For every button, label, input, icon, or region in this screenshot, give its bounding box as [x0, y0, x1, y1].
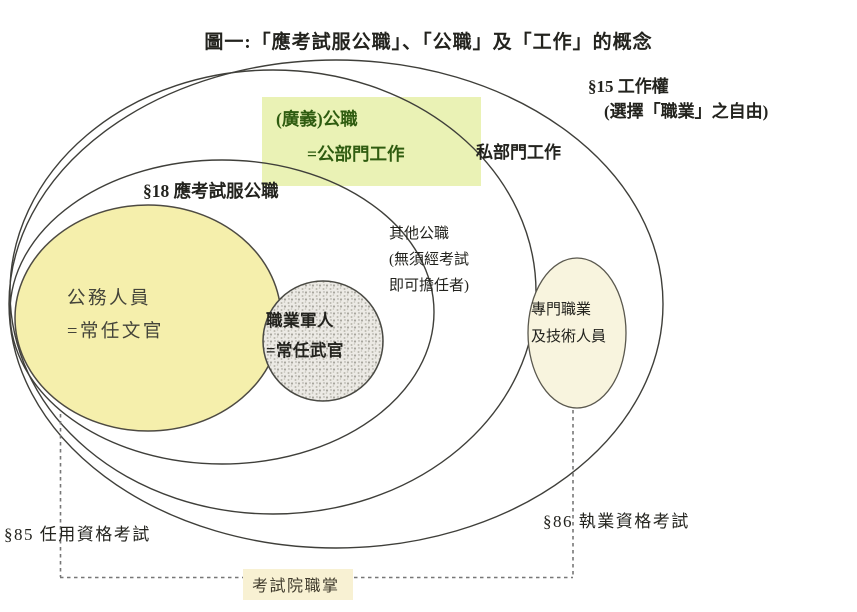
label-other-public-office: 其他公職 (無須經考試 即可擔任者): [389, 221, 469, 299]
s18-public-service-ellipse: [9, 159, 435, 465]
label-civil-servant: 公務人員 =常任文官: [67, 283, 164, 349]
professional-line1: 專門職業: [531, 302, 592, 318]
other-office-line1: 其他公職: [389, 226, 450, 242]
civil-servant-line2: =常任文官: [67, 322, 164, 342]
label-broad-public-office: (廣義)公職 =公部門工作: [276, 102, 404, 172]
broad-public-office-line1: (廣義)公職: [276, 109, 358, 129]
professional-line2: 及技術人員: [531, 329, 607, 345]
other-office-line2: (無須經考試: [389, 252, 469, 268]
label-professional: 專門職業 及技術人員: [531, 297, 606, 351]
label-exam-yuan: 考試院職掌: [252, 578, 340, 595]
label-s85: §85 任用資格考試: [4, 525, 151, 544]
label-private-sector: 私部門工作: [476, 143, 561, 162]
s15-line2: (選擇「職業」之自由): [604, 101, 769, 121]
work-right-ellipse: [8, 59, 664, 549]
other-office-line3: 即可擔任者): [389, 278, 469, 294]
label-s18: §18 應考試服公職: [143, 181, 279, 201]
broad-public-office-line2: =公部門工作: [307, 144, 405, 164]
military-line2: =常任武官: [266, 341, 344, 360]
diagram-title: 圖一:「應考試服公職」、「公職」及「工作」的概念: [204, 32, 653, 53]
label-s15-work-right: §15 工作權 (選擇「職業」之自由): [588, 75, 768, 124]
professional-ellipse: [527, 257, 627, 409]
military-circle: [262, 280, 384, 402]
label-s86: §86 執業資格考試: [543, 512, 690, 531]
military-line1: 職業軍人: [266, 311, 334, 330]
exam-yuan-box: [243, 569, 353, 600]
broad-public-office-highlight: [262, 97, 481, 186]
label-military: 職業軍人 =常任武官: [266, 306, 344, 366]
civil-servant-line1: 公務人員: [67, 289, 152, 309]
s15-line1: §15 工作權: [588, 77, 669, 96]
